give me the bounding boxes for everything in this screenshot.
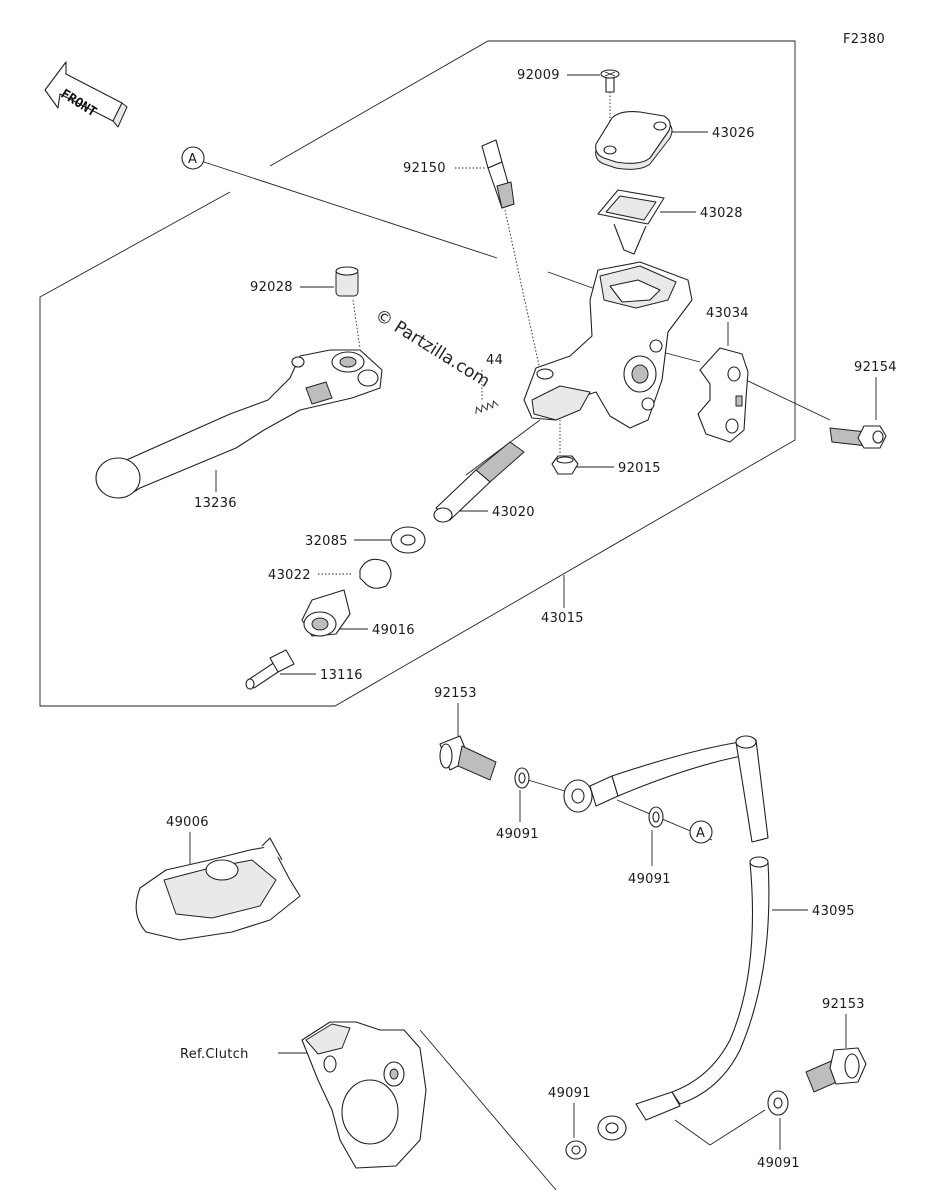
part-label: 43015 bbox=[541, 611, 584, 626]
part-label: 44 bbox=[486, 353, 503, 368]
part-label: 43095 bbox=[812, 904, 855, 919]
part-label: 49006 bbox=[166, 815, 209, 830]
circlip-43022 bbox=[359, 558, 392, 589]
spring-44 bbox=[475, 400, 499, 414]
part-label: 92150 bbox=[403, 161, 446, 176]
part-label: 49016 bbox=[372, 623, 415, 638]
watermark: © Partzilla.com bbox=[371, 305, 493, 391]
assembly-outline bbox=[39, 40, 796, 707]
cover-49006 bbox=[135, 837, 301, 941]
piston-43020 bbox=[433, 441, 525, 523]
master-cylinder-body bbox=[523, 261, 693, 429]
svg-text:A: A bbox=[188, 152, 197, 167]
clamp-43034 bbox=[697, 347, 749, 443]
clutch-hose-43095 bbox=[563, 735, 770, 1141]
part-label: 49091 bbox=[496, 827, 539, 842]
reservoir-cap-43026 bbox=[595, 111, 673, 170]
part-label: 43026 bbox=[712, 126, 755, 141]
nut-92015 bbox=[551, 455, 579, 475]
ref-marker-upper: A bbox=[181, 146, 205, 170]
boot-49016 bbox=[301, 589, 351, 637]
part-label: 49091 bbox=[628, 872, 671, 887]
part-labels: 92009 43026 92150 43028 92028 43034 9215… bbox=[166, 68, 897, 1171]
banjo-bolt-upper bbox=[439, 735, 497, 781]
part-label: 49091 bbox=[757, 1156, 800, 1171]
screw-92009 bbox=[600, 69, 620, 93]
washer-49091 bbox=[514, 767, 530, 789]
svg-text:A: A bbox=[696, 826, 705, 841]
washer-49091 bbox=[767, 1090, 789, 1116]
part-label: 92154 bbox=[854, 360, 897, 375]
collar-92028 bbox=[335, 266, 359, 297]
clutch-reference-assembly bbox=[301, 1021, 427, 1169]
banjo-bolt-lower bbox=[805, 1047, 867, 1093]
diagram-code: F2380 bbox=[843, 32, 885, 47]
part-label: 13236 bbox=[194, 496, 237, 511]
part-label: 32085 bbox=[305, 534, 348, 549]
clutch-lever-13236 bbox=[95, 349, 383, 499]
part-label: 92153 bbox=[822, 997, 865, 1012]
part-label: 92028 bbox=[250, 280, 293, 295]
bolt-92154 bbox=[829, 425, 887, 449]
front-direction-arrow: FRONT bbox=[44, 61, 128, 128]
part-label: 92153 bbox=[434, 686, 477, 701]
part-label: 92015 bbox=[618, 461, 661, 476]
bolt-92150 bbox=[481, 139, 515, 209]
part-label: Ref.Clutch bbox=[180, 1047, 249, 1062]
part-label: 43022 bbox=[268, 568, 311, 583]
washer-32085 bbox=[390, 526, 426, 554]
washer-49091 bbox=[648, 806, 664, 828]
ref-marker-lower: A bbox=[689, 820, 713, 844]
diaphragm-43028 bbox=[597, 189, 665, 255]
part-label: 49091 bbox=[548, 1086, 591, 1101]
part-label: 92009 bbox=[517, 68, 560, 83]
washer-49091 bbox=[565, 1140, 587, 1160]
part-label: 43028 bbox=[700, 206, 743, 221]
push-rod-13116 bbox=[245, 649, 295, 690]
part-label: 13116 bbox=[320, 668, 363, 683]
part-label: 43034 bbox=[706, 306, 749, 321]
part-label: 43020 bbox=[492, 505, 535, 520]
